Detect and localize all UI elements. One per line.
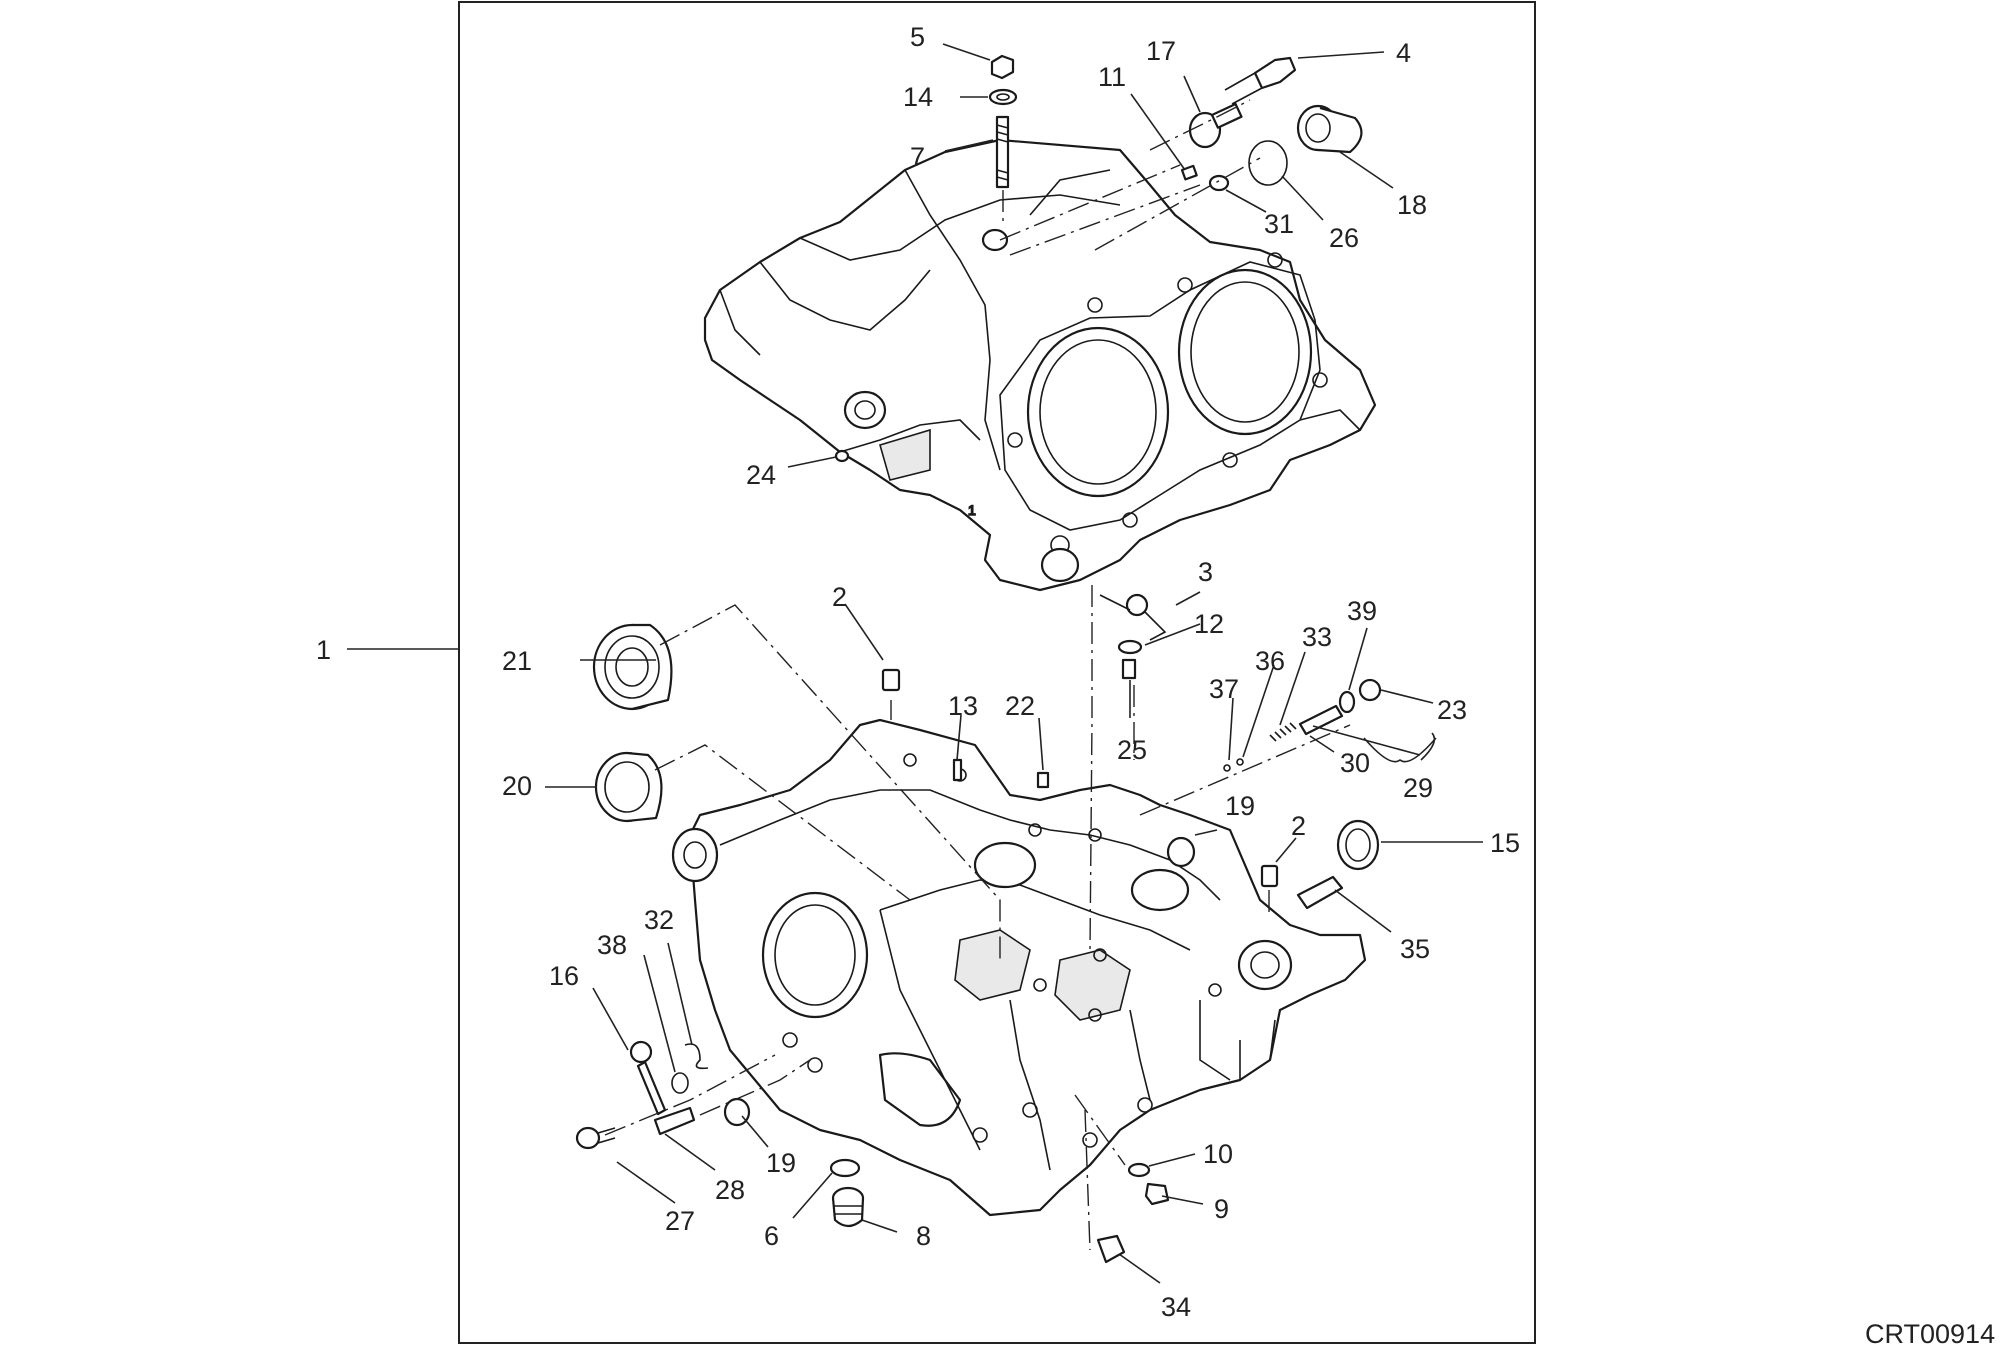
callout-38: 38 xyxy=(597,930,627,960)
callout-31: 31 xyxy=(1264,209,1294,239)
washer-38 xyxy=(671,1072,689,1094)
callout-34: 34 xyxy=(1161,1292,1191,1322)
callout-13: 13 xyxy=(948,691,978,721)
seal-15 xyxy=(1336,819,1380,871)
bolt-30 xyxy=(1298,704,1344,736)
callout-35: 35 xyxy=(1400,934,1430,964)
callout-19-a: 19 xyxy=(1225,791,1255,821)
jet-3 xyxy=(1099,593,1167,641)
lower-crankcase-half xyxy=(671,718,1367,1217)
stud-7 xyxy=(995,115,1010,189)
callout-19-b: 19 xyxy=(766,1148,796,1178)
bolt-4 xyxy=(1224,56,1297,105)
bearing-21 xyxy=(592,623,673,711)
cap-23 xyxy=(1358,678,1382,702)
diagram-frame xyxy=(458,1,1536,1344)
callout-10: 10 xyxy=(1203,1139,1233,1169)
callout-28: 28 xyxy=(715,1175,745,1205)
oring-37 xyxy=(1223,764,1231,772)
callout-24: 24 xyxy=(746,460,776,490)
callout-7: 7 xyxy=(910,142,925,172)
small-parts xyxy=(575,54,1382,1264)
dowel-2-b xyxy=(1260,864,1279,888)
callout-12: 12 xyxy=(1194,609,1224,639)
svg-text:1: 1 xyxy=(968,502,976,518)
callout-33: 33 xyxy=(1302,622,1332,652)
lever-16 xyxy=(629,1040,667,1116)
ball-36 xyxy=(1236,758,1244,766)
screw-25 xyxy=(1121,658,1137,680)
callout-17: 17 xyxy=(1146,36,1176,66)
callout-32: 32 xyxy=(644,905,674,935)
callout-22: 22 xyxy=(1005,691,1035,721)
dowel-2-a xyxy=(881,668,901,692)
plug-34 xyxy=(1096,1234,1126,1264)
callout-16: 16 xyxy=(549,961,579,991)
spring-33 xyxy=(1269,722,1297,742)
stud-28 xyxy=(653,1106,696,1136)
leader-lines xyxy=(347,43,1483,1284)
nut-5 xyxy=(990,54,1015,80)
callout-9: 9 xyxy=(1214,1194,1229,1224)
screw-27 xyxy=(575,1126,616,1150)
plug-8 xyxy=(831,1186,865,1228)
pin-24 xyxy=(834,449,850,463)
plug-18 xyxy=(1296,104,1363,154)
callout-26: 26 xyxy=(1329,223,1359,253)
dowel-22 xyxy=(1036,771,1050,789)
callout-39: 39 xyxy=(1347,596,1377,626)
washer-39 xyxy=(1338,690,1356,714)
callout-6: 6 xyxy=(764,1221,779,1251)
washer-6 xyxy=(829,1158,861,1178)
washer-14 xyxy=(988,88,1018,106)
plug-9 xyxy=(1144,1182,1170,1206)
callout-labels: 1 2 2 3 4 5 6 7 8 9 10 11 12 13 14 15 16… xyxy=(316,22,1520,1322)
bush-19-a xyxy=(1166,836,1196,868)
callout-2-a: 2 xyxy=(832,582,847,612)
callout-27: 27 xyxy=(665,1206,695,1236)
spring-32 xyxy=(684,1043,709,1070)
callout-18: 18 xyxy=(1397,190,1427,220)
callout-29: 29 xyxy=(1403,773,1433,803)
callout-5: 5 xyxy=(910,22,925,52)
pin-13 xyxy=(952,758,963,782)
pin-31 xyxy=(1208,174,1230,192)
tube-35 xyxy=(1296,875,1344,910)
callout-1: 1 xyxy=(316,635,331,665)
callout-23: 23 xyxy=(1437,695,1467,725)
upper-crankcase-half: 1 xyxy=(703,138,1377,592)
callout-3: 3 xyxy=(1198,557,1213,587)
callout-36: 36 xyxy=(1255,646,1285,676)
callout-11: 11 xyxy=(1098,62,1126,92)
callout-21: 21 xyxy=(502,646,532,676)
bearing-20 xyxy=(594,751,663,823)
callout-25: 25 xyxy=(1117,735,1147,765)
callout-37: 37 xyxy=(1209,674,1239,704)
dowel-11 xyxy=(1180,164,1198,181)
callout-30: 30 xyxy=(1340,748,1370,778)
callout-14: 14 xyxy=(903,82,933,112)
drawing-code: CRT00914 xyxy=(1865,1319,1995,1349)
washer-10 xyxy=(1127,1162,1151,1178)
callout-8: 8 xyxy=(916,1221,931,1251)
oring-26 xyxy=(1248,140,1288,186)
callout-2-b: 2 xyxy=(1291,811,1306,841)
callout-20: 20 xyxy=(502,771,532,801)
washer-12 xyxy=(1117,639,1143,655)
callout-15: 15 xyxy=(1490,828,1520,858)
callout-4: 4 xyxy=(1396,38,1411,68)
sensor-17 xyxy=(1188,102,1243,149)
